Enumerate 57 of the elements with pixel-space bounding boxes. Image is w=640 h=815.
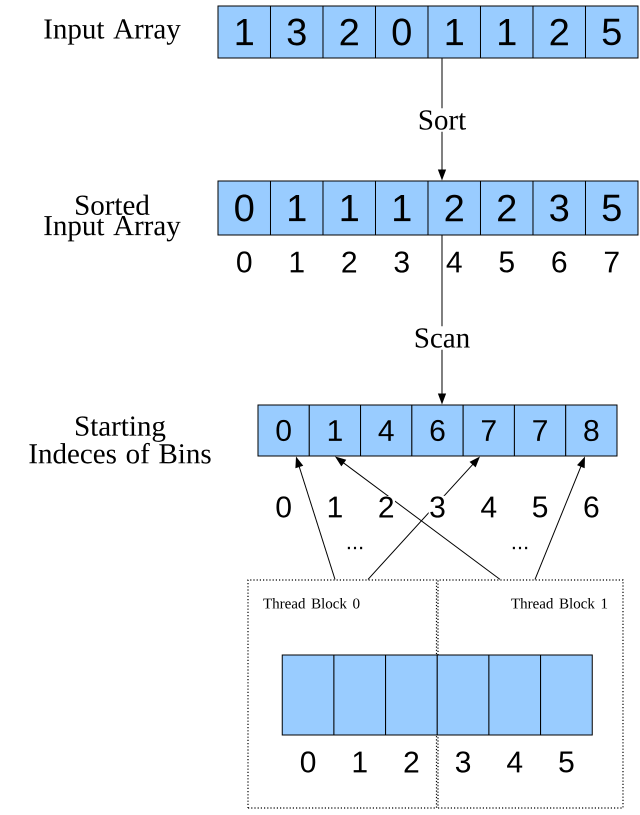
array-cell: 7: [514, 404, 566, 456]
row-label: Starting Indeces of Bins: [29, 416, 211, 464]
array-cell: [540, 654, 593, 736]
index-number: 6: [550, 250, 568, 274]
array-cell: 6: [411, 404, 464, 456]
index-number: 2: [377, 496, 396, 518]
index-number: 0: [299, 750, 317, 774]
array-cell: 1: [270, 180, 324, 236]
array-cell: 3: [270, 6, 324, 58]
index-number: 7: [602, 251, 621, 273]
array-cell: 1: [322, 180, 376, 236]
array-cell: 2: [428, 180, 481, 236]
array-cell: 4: [360, 404, 412, 456]
index-number: 5: [558, 751, 576, 773]
array-cell: [488, 654, 542, 736]
row-label: Sorted Input Array: [44, 194, 181, 242]
array-cell: 0: [258, 404, 310, 456]
index-number: 4: [506, 751, 524, 773]
edge-label: Sort: [416, 108, 468, 132]
index-number: 2: [402, 751, 420, 773]
index-number: 1: [326, 496, 344, 518]
array-cell: 5: [585, 6, 638, 58]
index-number: 2: [340, 251, 358, 273]
ellipsis-text: ...: [348, 546, 362, 550]
array-cell: [436, 654, 490, 736]
index-number: 5: [498, 251, 516, 273]
array-cell: [333, 654, 386, 736]
array-cell: [282, 654, 334, 736]
index-number: 4: [445, 251, 464, 273]
index-number: 1: [288, 251, 306, 273]
array-cell: 3: [532, 180, 586, 236]
ellipsis-text: ...: [512, 546, 528, 550]
array-cell: 1: [480, 6, 534, 58]
edge-label: Scan: [412, 326, 472, 350]
array-cell: 0: [218, 180, 271, 236]
array-cell: 0: [375, 6, 428, 58]
index-number: 6: [582, 496, 600, 518]
index-number: 3: [428, 496, 446, 518]
array-cell: [385, 654, 438, 736]
row-label: Input Array: [44, 19, 181, 45]
index-number: 3: [454, 750, 472, 774]
array-cell: 1: [308, 404, 362, 456]
array-cell: 8: [565, 404, 618, 456]
index-number: 4: [480, 496, 498, 518]
array-cell: 2: [322, 6, 376, 58]
array-cell: 5: [585, 180, 638, 236]
index-number: 0: [274, 496, 292, 518]
array-cell: 1: [375, 180, 428, 236]
index-number: 5: [531, 496, 549, 518]
array-cell: 1: [218, 6, 271, 58]
index-number: 0: [235, 250, 254, 274]
index-number: 3: [392, 250, 411, 274]
index-number: 1: [350, 751, 369, 773]
array-cell: 7: [462, 404, 515, 456]
array-cell: 2: [480, 180, 534, 236]
array-cell: 2: [532, 6, 586, 58]
array-cell: 1: [428, 6, 481, 58]
